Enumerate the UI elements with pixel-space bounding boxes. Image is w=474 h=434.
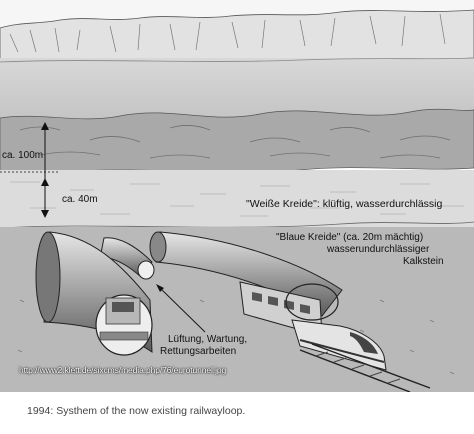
depth-arrow-head-bottom <box>41 210 49 218</box>
white-chalk-layer <box>0 170 474 228</box>
source-url: http://www2.klett.de/sixcms/media.php/76… <box>19 365 227 375</box>
depth-label-40m: ca. 40m <box>62 194 98 205</box>
eurotunnel-cross-section-illustration: ca. 100m ca. 40m "Weiße Kreide": klüftig… <box>0 9 474 392</box>
depth-arrow-40m-head <box>41 178 49 186</box>
sea-water <box>0 58 474 120</box>
figure-caption: 1994: Systhem of the now existing railwa… <box>27 405 246 417</box>
train-locomotive <box>291 319 387 371</box>
blue-chalk-label-line1: "Blaue Kreide" (ca. 20m mächtig) <box>276 232 423 243</box>
white-chalk-texture <box>10 181 464 217</box>
tunnel-interior-window <box>112 302 134 312</box>
white-chalk-label: "Weiße Kreide": klüftig, wasserdurchläss… <box>246 198 442 210</box>
service-label-line2: Rettungsarbeiten <box>160 346 236 357</box>
seabed-texture <box>19 125 451 159</box>
service-label-line1: Lüftung, Wartung, <box>168 334 247 345</box>
train-carriage-windows <box>252 292 310 314</box>
rail-track <box>299 343 431 392</box>
chalk-boundary <box>0 221 474 229</box>
seabed-layer <box>0 108 474 173</box>
sea-surface-line <box>0 57 474 63</box>
blue-chalk-label-line2: wasserundurchlässiger <box>326 244 430 255</box>
blue-chalk-label-line3: Kalkstein <box>403 256 444 267</box>
service-pointer-line <box>157 285 206 333</box>
depth-label-100m: ca. 100m <box>2 150 43 161</box>
cliff-shading <box>9 13 446 53</box>
tunnel-tube-rail-1-end <box>35 231 61 323</box>
rail-sleepers <box>315 351 401 384</box>
tunnel-tube-rail-2-end <box>149 231 167 263</box>
depth-arrow-100m-head-top <box>41 122 49 130</box>
train-windshield <box>350 332 378 354</box>
service-pointer-head <box>156 284 164 292</box>
tunnel-portal <box>285 283 339 321</box>
tunnel-interior-walkway <box>99 331 149 341</box>
train-stripe <box>299 339 385 363</box>
service-tunnel-opening <box>137 260 155 280</box>
